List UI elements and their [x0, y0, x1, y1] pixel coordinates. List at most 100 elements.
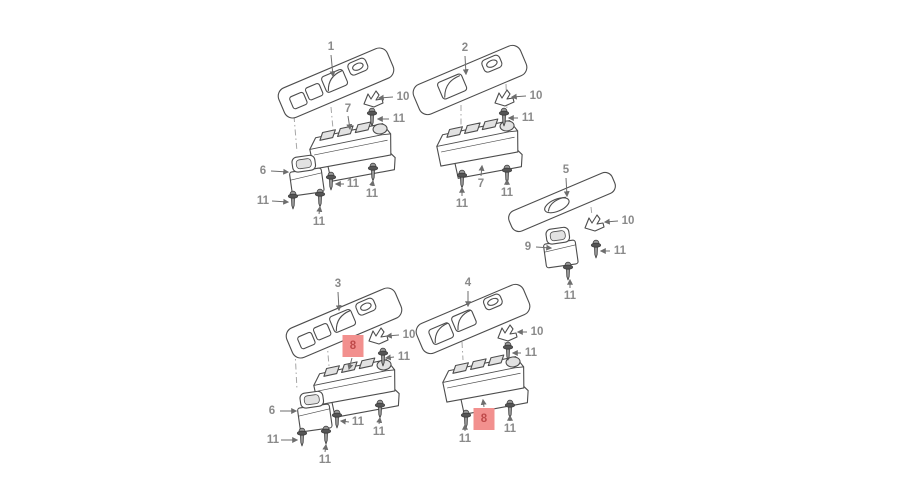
bracket-part-10	[368, 327, 389, 345]
callout-label: 8	[350, 340, 357, 352]
callout-9-assembly-5[interactable]: 9	[525, 241, 553, 253]
callout-3-assembly-3[interactable]: 3	[335, 278, 342, 312]
callout-label: 11	[522, 112, 535, 124]
callout-label: 10	[531, 326, 544, 338]
callout-10-assembly-5[interactable]: 10	[603, 215, 635, 227]
callout-11-assembly-3[interactable]: 11	[267, 434, 299, 446]
screw-part-11	[460, 409, 472, 429]
callout-6-assembly-1[interactable]: 6	[260, 165, 290, 177]
bracket-part-10	[363, 90, 384, 108]
leader-line	[385, 332, 400, 339]
callout-11-assembly-1[interactable]: 11	[376, 113, 406, 125]
screw-part-11	[287, 190, 299, 210]
callout-11-assembly-5[interactable]: 11	[599, 245, 627, 257]
bezel-panel-part-4	[412, 281, 534, 357]
leader-line	[270, 168, 290, 175]
callout-7-assembly-2[interactable]: 7	[478, 164, 485, 190]
screw-part-11	[320, 425, 332, 445]
callout-2-assembly-2[interactable]: 2	[462, 42, 469, 76]
callout-label: 6	[260, 165, 266, 177]
callout-11-assembly-1[interactable]: 11	[366, 179, 379, 200]
callout-11-assembly-2[interactable]: 11	[507, 112, 535, 124]
highlighted-callout-box[interactable]	[473, 408, 495, 430]
callout-11-assembly-1[interactable]: 11	[257, 195, 290, 207]
assembly-2-parts	[409, 42, 531, 189]
highlighted-callout-box[interactable]	[342, 335, 364, 357]
callout-label: 11	[525, 347, 538, 359]
callout-label: 10	[403, 329, 416, 341]
leader-line	[377, 94, 394, 101]
leader-line	[316, 205, 323, 215]
leader-line	[478, 164, 485, 177]
callout-label: 8	[481, 413, 488, 425]
callout-label: 2	[462, 42, 468, 54]
callout-11-assembly-1[interactable]: 11	[334, 178, 360, 190]
callout-label: 11	[352, 416, 365, 428]
callout-label: 11	[504, 423, 517, 435]
assembly-4-parts	[412, 281, 534, 429]
switch-assembly-part-8	[440, 352, 531, 417]
callout-label: 11	[564, 290, 577, 302]
callout-8-assembly-3[interactable]: 8	[342, 335, 364, 371]
callout-10-assembly-1[interactable]: 10	[377, 91, 410, 103]
leader-line	[384, 354, 395, 361]
leader-line	[369, 179, 376, 187]
leader-line	[603, 218, 619, 225]
callout-label: 11	[319, 454, 332, 466]
bezel-panel-part-2	[409, 42, 531, 118]
leader-line	[376, 416, 383, 425]
callout-label: 11	[313, 216, 326, 228]
callout-10-assembly-2[interactable]: 10	[510, 90, 542, 102]
callout-label: 11	[398, 351, 411, 363]
callout-label: 5	[563, 164, 570, 176]
callout-label: 1	[328, 41, 335, 53]
callout-11-assembly-4[interactable]: 11	[459, 423, 472, 445]
callout-label: 6	[269, 405, 275, 417]
callout-label: 3	[335, 278, 341, 290]
callout-11-assembly-1[interactable]: 11	[313, 205, 326, 228]
callout-11-assembly-3[interactable]: 11	[319, 443, 332, 466]
assembly-3-parts	[282, 284, 406, 447]
leader-line	[347, 357, 354, 371]
callout-11-assembly-5[interactable]: 11	[564, 278, 577, 302]
screw-part-11	[456, 169, 468, 189]
leader-line	[535, 244, 553, 251]
callout-label: 11	[366, 188, 379, 200]
leader-line	[271, 198, 290, 205]
callout-label: 10	[397, 91, 410, 103]
callout-1-assembly-1[interactable]: 1	[328, 41, 336, 78]
callout-4-assembly-4[interactable]: 4	[465, 277, 472, 308]
callout-7-assembly-1[interactable]: 7	[345, 103, 353, 131]
callout-label: 7	[345, 103, 351, 115]
callout-11-assembly-2[interactable]: 11	[456, 186, 469, 210]
callout-11-assembly-3[interactable]: 11	[373, 416, 386, 438]
leader-line	[335, 291, 342, 312]
callout-label: 11	[614, 245, 627, 257]
callout-11-assembly-4[interactable]: 11	[504, 414, 517, 435]
callout-10-assembly-4[interactable]: 10	[516, 326, 544, 338]
callout-11-assembly-3[interactable]: 11	[339, 416, 365, 428]
callout-label: 11	[456, 198, 469, 210]
assembly-5-parts	[505, 169, 619, 281]
leader-line	[510, 93, 527, 100]
callout-label: 11	[459, 433, 472, 445]
callouts-layer: 1 10 11 7 6 11 11 11 11 2 10 11 7 11 11 5 10 9 11 11 3 10 8 11 6…	[257, 41, 634, 466]
leader-line	[563, 177, 570, 198]
callout-8-assembly-4[interactable]: 8	[473, 398, 495, 430]
callout-label: 11	[373, 426, 386, 438]
callout-label: 7	[478, 178, 484, 190]
leader-line	[462, 55, 469, 76]
callout-label: 10	[622, 215, 635, 227]
callout-11-assembly-4[interactable]: 11	[511, 347, 538, 359]
callout-label: 11	[501, 187, 514, 199]
callout-5-assembly-5[interactable]: 5	[563, 164, 570, 198]
callout-11-assembly-2[interactable]: 11	[501, 178, 514, 199]
screw-part-11	[331, 409, 343, 429]
bezel-panel-part-1	[274, 44, 398, 122]
callout-10-assembly-3[interactable]: 10	[385, 329, 416, 341]
callout-11-assembly-3[interactable]: 11	[384, 351, 411, 363]
callout-6-assembly-3[interactable]: 6	[269, 405, 298, 417]
guides-assembly-1	[293, 106, 373, 198]
screw-part-11	[504, 399, 516, 419]
